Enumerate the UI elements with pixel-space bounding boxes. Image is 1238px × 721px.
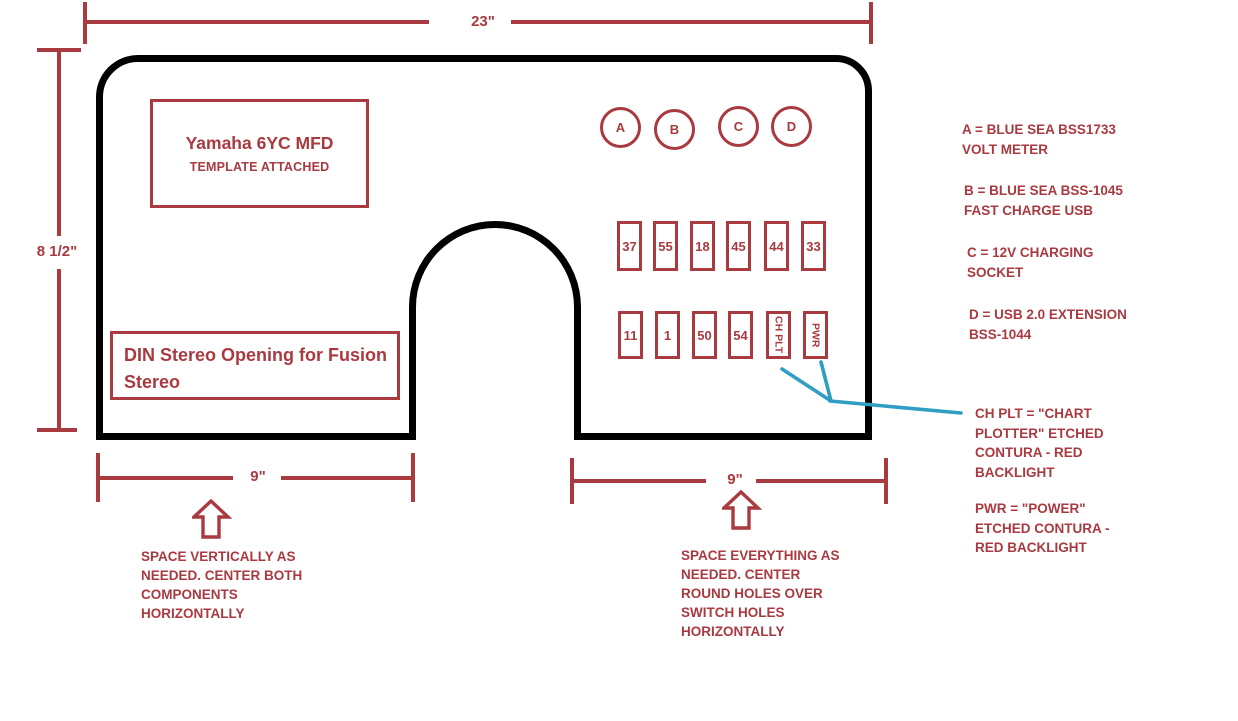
dim-bl-label: 9" [240, 468, 276, 486]
note-line: ROUND HOLES OVER [681, 586, 823, 601]
switch-label: 55 [658, 238, 673, 254]
round-hole-d-label: D [786, 119, 797, 134]
note-line: NEEDED. CENTER [681, 567, 801, 582]
dim-br-label: 9" [717, 471, 753, 489]
dim-bl-line-right [281, 476, 411, 480]
legend-line: PWR = "POWER" [975, 501, 1086, 516]
switch-label-rotated: PWR [809, 322, 822, 348]
round-hole-a: A [600, 107, 641, 148]
dim-top-left-tick [83, 2, 87, 44]
legend-line: BSS-1044 [969, 326, 1032, 342]
legend-line: FAST CHARGE USB [964, 202, 1094, 218]
legend-usb-extension: D = USB 2.0 EXTENSION BSS-1044 [969, 305, 1127, 344]
legend-line: BACKLIGHT [975, 464, 1055, 480]
switch-label: 45 [731, 238, 746, 254]
up-arrow-right [722, 490, 762, 530]
switch-hole-18: 18 [690, 221, 715, 271]
round-hole-a-label: A [615, 120, 626, 135]
switch-hole-37: 37 [617, 221, 642, 271]
switch-hole-50: 50 [692, 311, 717, 359]
legend-fast-charge-usb: B = BLUE SEA BSS-1045 FAST CHARGE USB [964, 181, 1123, 220]
legend-line: PLOTTER" ETCHED [975, 425, 1104, 441]
switch-label: 18 [695, 238, 710, 254]
switch-label: 44 [769, 238, 784, 254]
switch-label: 37 [622, 238, 637, 254]
dim-bl-right-tick [411, 453, 415, 502]
switch-hole-chart-plotter: CH PLT [766, 311, 791, 359]
round-hole-b-label: B [669, 122, 680, 137]
legend-line: B = BLUE SEA BSS-1045 [964, 183, 1123, 198]
note-line: SWITCH HOLES [681, 605, 785, 620]
dim-left-label: 8 1/2" [26, 243, 88, 261]
legend-line: A = BLUE SEA BSS1733 [962, 122, 1116, 137]
switch-hole-54: 54 [728, 311, 753, 359]
dim-left-line-lower [57, 269, 61, 430]
dim-bl-line-left [99, 476, 233, 480]
din-stereo-line1: DIN Stereo Opening for Fusion [124, 345, 388, 365]
stereo-notch-cutout [409, 221, 581, 440]
up-arrow-left [192, 499, 232, 539]
legend-chart-plotter: CH PLT = "CHART PLOTTER" ETCHED CONTURA … [975, 404, 1104, 482]
dim-br-line-right [756, 479, 884, 483]
switch-label: 50 [697, 327, 712, 343]
legend-line: VOLT METER [962, 141, 1048, 157]
dim-br-line-left [573, 479, 706, 483]
switch-label: 1 [663, 327, 672, 343]
mfd-title: Yamaha 6YC MFD [185, 132, 334, 153]
round-hole-c-label: C [733, 119, 744, 134]
switch-hole-33: 33 [801, 221, 826, 271]
note-line: HORIZONTALLY [681, 624, 785, 639]
dim-top-line-left [86, 20, 429, 24]
note-line: SPACE VERTICALLY AS [141, 549, 296, 564]
din-stereo-box: DIN Stereo Opening for Fusion Stereo [110, 331, 400, 400]
dim-top-right-tick [869, 2, 873, 44]
round-hole-d: D [771, 106, 812, 147]
dim-bl-left-tick [96, 453, 100, 502]
note-line: NEEDED. CENTER BOTH [141, 568, 303, 583]
din-stereo-line2: Stereo [124, 372, 181, 392]
legend-power: PWR = "POWER" ETCHED CONTURA - RED BACKL… [975, 499, 1110, 558]
mfd-template-box: Yamaha 6YC MFD TEMPLATE ATTACHED [150, 99, 369, 208]
dim-br-right-tick [884, 458, 888, 504]
switch-label: 11 [623, 327, 638, 343]
dim-left-bottom-cap [37, 428, 77, 432]
legend-charging-socket: C = 12V CHARGING SOCKET [967, 243, 1093, 282]
note-line: SPACE EVERYTHING AS [681, 548, 840, 563]
switch-hole-1: 1 [655, 311, 680, 359]
switch-hole-44: 44 [764, 221, 789, 271]
legend-line: RED BACKLIGHT [975, 540, 1087, 555]
note-line: HORIZONTALLY [141, 606, 245, 621]
dim-top-line-right [511, 20, 871, 24]
legend-line: D = USB 2.0 EXTENSION [969, 307, 1127, 322]
legend-line: ETCHED CONTURA - [975, 520, 1110, 536]
legend-line: CONTURA - RED [975, 445, 1083, 460]
switch-hole-11: 11 [618, 311, 643, 359]
switch-label-rotated: CH PLT [772, 316, 785, 354]
round-hole-c: C [718, 106, 759, 147]
switch-label: 54 [733, 327, 748, 343]
round-hole-b: B [654, 109, 695, 150]
legend-line: C = 12V CHARGING [967, 245, 1094, 260]
mfd-subtitle: TEMPLATE ATTACHED [189, 159, 330, 174]
note-line: COMPONENTS [141, 587, 238, 602]
switch-hole-45: 45 [726, 221, 751, 271]
legend-volt-meter: A = BLUE SEA BSS1733 VOLT METER [962, 120, 1116, 159]
note-left-spacing: SPACE VERTICALLY AS NEEDED. CENTER BOTH … [141, 547, 302, 623]
dim-top-label: 23" [456, 13, 510, 31]
note-right-spacing: SPACE EVERYTHING AS NEEDED. CENTER ROUND… [681, 546, 840, 641]
dim-left-line-upper [57, 50, 61, 236]
switch-label: 33 [806, 238, 821, 254]
legend-line: SOCKET [967, 264, 1024, 280]
switch-hole-power: PWR [803, 311, 828, 359]
switch-hole-55: 55 [653, 221, 678, 271]
legend-line: CH PLT = "CHART [975, 406, 1092, 421]
dim-br-left-tick [570, 458, 574, 504]
